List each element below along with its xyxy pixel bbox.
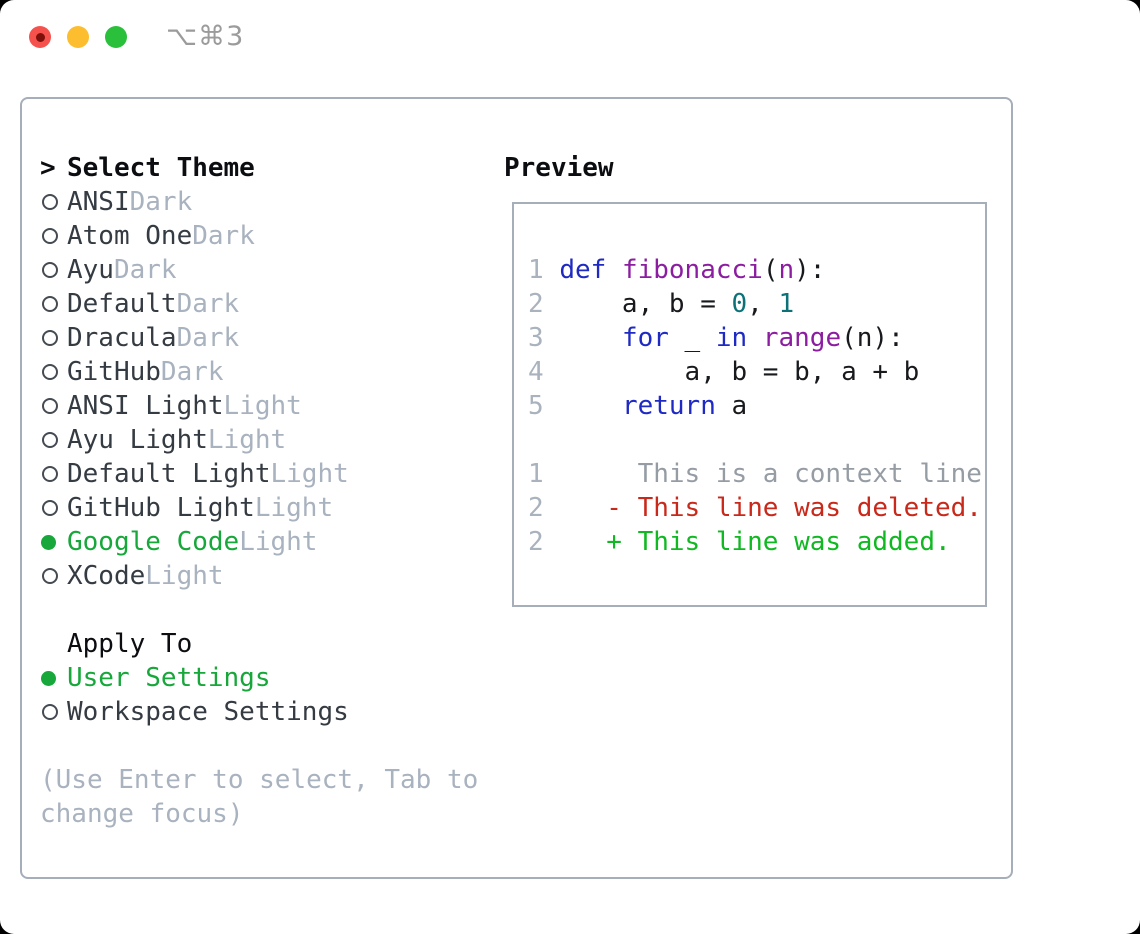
deleted-line: 2 - This line was deleted. [528, 493, 982, 523]
zoom-button[interactable] [105, 26, 127, 48]
theme-option-ayu-light-variant-tag: Light [207, 425, 287, 455]
radio-unselected-icon [42, 262, 58, 278]
apply-option-workspace-settings[interactable]: Workspace Settings [40, 695, 349, 729]
radio-unselected-icon [42, 228, 58, 244]
theme-option-ansi[interactable]: ANSI Dark [40, 185, 349, 219]
theme-option-google-code[interactable]: Google Code Light [40, 525, 349, 559]
theme-option-ayu-light-label: Ayu Light [67, 425, 208, 455]
close-dot-icon [35, 32, 45, 42]
apply-option-workspace-settings-label: Workspace Settings [67, 697, 349, 727]
theme-option-atom-one[interactable]: Atom One Dark [40, 219, 349, 253]
theme-option-default-label: Default [67, 289, 177, 319]
theme-option-github[interactable]: GitHub Dark [40, 355, 349, 389]
theme-option-github-variant-tag: Dark [160, 357, 224, 387]
theme-option-ansi-label: ANSI [67, 187, 130, 217]
theme-option-github-light[interactable]: GitHub Light Light [40, 491, 349, 525]
theme-option-ayu-variant-tag: Dark [113, 255, 177, 285]
theme-option-dracula-variant-tag: Dark [176, 323, 240, 353]
preview-title: Preview [504, 153, 614, 183]
theme-option-dracula[interactable]: Dracula Dark [40, 321, 349, 355]
preview-pane: 1 def fibonacci(n): 2 a, b = 0, 1 3 for _ … [512, 202, 987, 607]
theme-option-google-code-variant-tag: Light [239, 527, 318, 557]
theme-option-google-code-label: Google Code [67, 527, 240, 557]
theme-option-default[interactable]: Default Dark [40, 287, 349, 321]
apply-option-user-settings-label: User Settings [67, 663, 271, 693]
radio-unselected-icon [42, 704, 58, 720]
theme-option-ayu[interactable]: Ayu Dark [40, 253, 349, 287]
radio-unselected-icon [42, 194, 58, 210]
radio-selected-icon [41, 534, 56, 550]
focus-cursor: > [40, 153, 56, 183]
code-line: 5 return a [528, 391, 748, 421]
radio-unselected-icon [42, 466, 58, 482]
radio-unselected-icon [42, 568, 58, 584]
theme-option-github-label: GitHub [67, 357, 161, 387]
code-line: 2 a, b = 0, 1 [528, 289, 795, 319]
radio-unselected-icon [42, 500, 58, 516]
theme-option-ansi-variant-tag: Dark [129, 187, 193, 217]
radio-selected-icon [41, 670, 56, 686]
theme-option-github-light-variant-tag: Light [254, 493, 334, 523]
theme-option-xcode[interactable]: XCode Light [40, 559, 349, 593]
select-theme-title: Select Theme [67, 153, 255, 183]
theme-option-dracula-label: Dracula [67, 323, 177, 353]
code-line: 3 for _ in range(n): [528, 323, 904, 353]
theme-option-default-light-label: Default Light [67, 459, 271, 489]
theme-option-atom-one-variant-tag: Dark [192, 221, 255, 251]
radio-unselected-icon [42, 296, 58, 312]
close-button[interactable] [29, 26, 51, 48]
apply-to-header: Apply To [40, 627, 349, 661]
radio-unselected-icon [42, 432, 58, 448]
minimize-button[interactable] [67, 26, 89, 48]
theme-option-ansi-light-variant-tag: Light [223, 391, 302, 421]
radio-unselected-icon [42, 398, 58, 414]
theme-option-ayu-label: Ayu [67, 255, 114, 285]
theme-option-ayu-light[interactable]: Ayu Light Light [40, 423, 349, 457]
added-line: 2 + This line was added. [528, 527, 951, 557]
radio-unselected-icon [42, 330, 58, 346]
code-line: 4 a, b = b, a + b [528, 357, 920, 387]
theme-option-atom-one-label: Atom One [67, 221, 193, 251]
help-line-1: (Use Enter to select, Tab to [40, 765, 479, 795]
blank-line [528, 423, 985, 457]
theme-option-default-light-variant-tag: Light [270, 459, 349, 489]
theme-option-xcode-label: XCode [67, 561, 146, 591]
select-theme-header: > Select Theme [40, 151, 349, 185]
window-title: ⌥⌘3 [166, 21, 245, 52]
radio-unselected-icon [42, 364, 58, 380]
apply-option-user-settings[interactable]: User Settings [40, 661, 349, 695]
theme-option-github-light-label: GitHub Light [67, 493, 255, 523]
theme-option-default-variant-tag: Dark [176, 289, 240, 319]
context-line: 1 This is a context line. [528, 459, 987, 489]
apply-to-title: Apply To [67, 629, 193, 659]
theme-option-ansi-light-label: ANSI Light [67, 391, 224, 421]
help-line-2: change focus) [40, 799, 244, 829]
code-line: 1 def fibonacci(n): [528, 255, 826, 285]
theme-option-xcode-variant-tag: Light [145, 561, 224, 591]
help-text: (Use Enter to select, Tab to change focu… [40, 763, 478, 831]
theme-option-ansi-light[interactable]: ANSI Light Light [40, 389, 349, 423]
theme-option-default-light[interactable]: Default Light Light [40, 457, 349, 491]
